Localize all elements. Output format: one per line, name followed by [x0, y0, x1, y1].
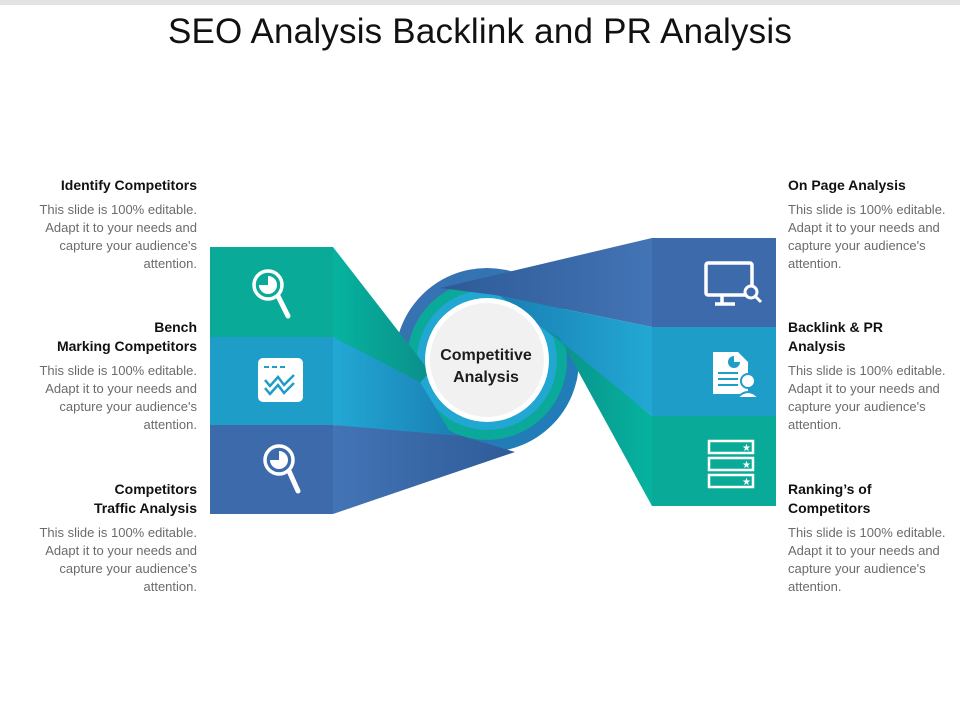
- center-label: Competitive Analysis: [431, 345, 541, 389]
- left-ribbon-teal: [333, 247, 430, 388]
- magnifier-chart-icon: [252, 269, 291, 319]
- svg-text:★: ★: [742, 443, 751, 454]
- right-item-rankings: Ranking’s of Competitors This slide is 1…: [788, 480, 960, 596]
- item-description: This slide is 100% editable. Adapt it to…: [788, 363, 946, 432]
- top-divider: [0, 0, 960, 5]
- item-description: This slide is 100% editable. Adapt it to…: [788, 525, 946, 594]
- monitor-search-icon: [704, 261, 763, 306]
- right-item-on-page-analysis: On Page Analysis This slide is 100% edit…: [788, 176, 960, 273]
- center-label-line1: Competitive: [440, 347, 532, 364]
- item-title-line1: Bench: [154, 319, 197, 335]
- item-title-line1: Backlink & PR: [788, 319, 883, 335]
- item-title: On Page Analysis: [788, 177, 906, 193]
- item-title-line2: Analysis: [788, 338, 846, 354]
- page-title: SEO Analysis Backlink and PR Analysis: [167, 12, 793, 51]
- item-title-line1: Ranking’s of: [788, 481, 872, 497]
- item-title: Backlink & PR Analysis: [788, 318, 960, 356]
- left-item-bench-marking: Bench Marking Competitors This slide is …: [22, 318, 197, 434]
- item-title: Identify Competitors: [60, 177, 197, 193]
- left-ribbon-sky: [333, 337, 455, 440]
- svg-text:★: ★: [742, 477, 751, 488]
- document-user-icon: [713, 352, 762, 399]
- right-block-teal: [652, 416, 776, 506]
- center-circle: [430, 303, 544, 417]
- magnifier-chart-icon: [263, 444, 301, 494]
- left-ribbon-blue: [333, 425, 515, 514]
- left-item-identify-competitors: Identify Competitors This slide is 100% …: [22, 176, 197, 273]
- item-description: This slide is 100% editable. Adapt it to…: [39, 363, 197, 432]
- server-star-icon: ★ ★ ★: [707, 439, 755, 489]
- center-label-line2: Analysis: [453, 369, 519, 386]
- right-item-backlink-pr: Backlink & PR Analysis This slide is 100…: [788, 318, 960, 434]
- dashboard-check-icon: [258, 358, 303, 402]
- item-title: Competitors Traffic Analysis: [22, 480, 197, 518]
- item-title-line2: Traffic Analysis: [94, 500, 197, 516]
- svg-text:★: ★: [742, 460, 751, 471]
- item-title-line2: Competitors: [788, 500, 871, 516]
- item-description: This slide is 100% editable. Adapt it to…: [788, 202, 946, 271]
- left-item-traffic-analysis: Competitors Traffic Analysis This slide …: [22, 480, 197, 596]
- item-title-line1: Competitors: [114, 481, 197, 497]
- item-title-line2: Marking Competitors: [56, 338, 197, 354]
- left-block-blue: [210, 425, 333, 514]
- item-description: This slide is 100% editable. Adapt it to…: [39, 525, 197, 594]
- right-block-blue: [652, 238, 776, 327]
- item-description: This slide is 100% editable. Adapt it to…: [39, 202, 197, 271]
- item-title: Bench Marking Competitors: [22, 318, 197, 356]
- right-ribbon-teal: [547, 330, 652, 506]
- right-ribbon-sky: [500, 296, 652, 416]
- right-ribbon-blue: [440, 238, 652, 327]
- item-title: Ranking’s of Competitors: [788, 480, 960, 518]
